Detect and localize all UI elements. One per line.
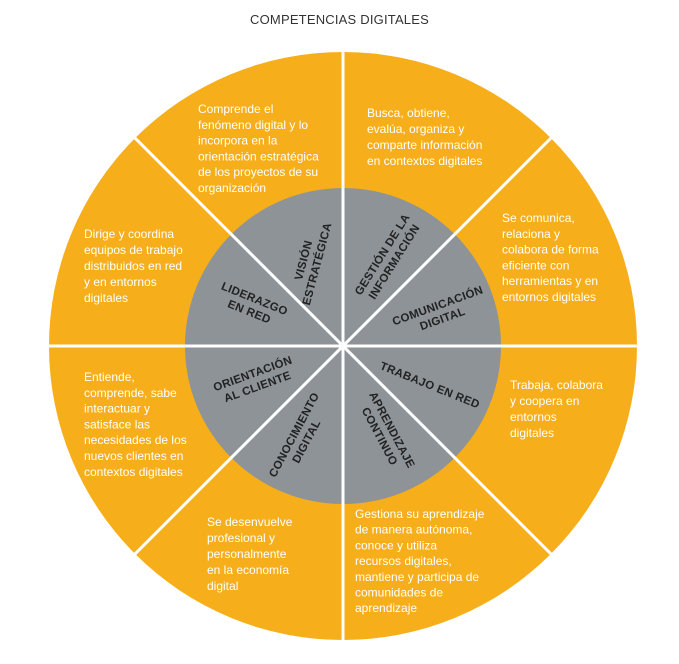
description-line: y en entornos (84, 275, 157, 289)
description-line: profesional y (207, 531, 275, 545)
description-line: contextos digitales (84, 465, 183, 479)
description-line: y coopera en (510, 394, 579, 408)
description-line: colabora de forma (502, 243, 599, 257)
description-line: incorpora en la (198, 134, 278, 148)
description-line: comunidades de (355, 586, 443, 600)
description-texts: Comprende el fenómeno digital y lo incorpo… (84, 102, 603, 615)
description-line: equipos de trabajo (84, 243, 183, 257)
description-line: de los proyectos de su (198, 165, 318, 179)
description-line: distribuidos en red (84, 259, 182, 273)
description-line: en la economía (207, 563, 289, 577)
description-line: Comprende el (198, 102, 273, 116)
description-line: comprende, sabe (84, 386, 177, 400)
description-liderazgo-en-red: Dirige y coordina equipos de trabajo distr… (84, 227, 183, 305)
description-line: digital (207, 579, 238, 593)
description-line: digitales (84, 291, 128, 305)
description-line: Se desenvuelve (207, 515, 293, 529)
description-line: nuevos clientes en (84, 449, 183, 463)
description-conocimiento-digital: Se desenvuelve profesional y personalmente… (207, 515, 293, 593)
description-line: recursos digitales, (355, 554, 452, 568)
description-line: mantiene y participa de (355, 570, 479, 584)
description-aprendizaje-continuo: Gestiona su aprendizaje de manera autónom… (355, 507, 485, 615)
diagram-title: COMPETENCIAS DIGITALES (250, 12, 429, 27)
description-line: relaciona y (502, 227, 560, 241)
description-line: organización (198, 181, 266, 195)
description-line: interactuar y (84, 402, 150, 416)
description-line: aprendizaje (355, 601, 417, 615)
description-line: evalúa, organiza y (367, 122, 464, 136)
description-line: herramientas y en (502, 274, 598, 288)
description-line: Dirige y coordina (84, 227, 174, 241)
description-line: Entiende, (84, 370, 135, 384)
description-line: personalmente (207, 547, 287, 561)
description-line: conoce y utiliza (355, 538, 437, 552)
sector-dividers (47, 50, 639, 642)
description-line: Gestiona su aprendizaje (355, 507, 485, 521)
description-line: entornos digitales (502, 290, 596, 304)
description-trabajo-en-red: Trabaja, colabora y coopera en entornos dig… (510, 378, 603, 440)
description-vision-estrategica: Comprende el fenómeno digital y lo incorpo… (198, 102, 319, 195)
description-line: Busca, obtiene, (367, 106, 450, 120)
description-line: orientación estratégica (198, 149, 319, 163)
description-line: Trabaja, colabora (510, 378, 603, 392)
description-line: Se comunica, (502, 211, 575, 225)
description-line: necesidades de los (84, 433, 187, 447)
description-line: entornos (510, 410, 557, 424)
divider-line-3 (132, 135, 554, 557)
description-comunicacion-digital: Se comunica, relaciona y colabora de forma… (502, 211, 599, 304)
description-line: eficiente con (502, 258, 569, 272)
description-line: satisface las (84, 417, 150, 431)
description-gestion-informacion: Busca, obtiene, evalúa, organiza y compart… (367, 106, 482, 168)
description-line: digitales (510, 426, 554, 440)
description-line: comparte información (367, 138, 482, 152)
description-line: fenómeno digital y lo (198, 118, 308, 132)
description-line: en contextos digitales (367, 154, 482, 168)
description-line: de manera autónoma, (355, 523, 472, 537)
